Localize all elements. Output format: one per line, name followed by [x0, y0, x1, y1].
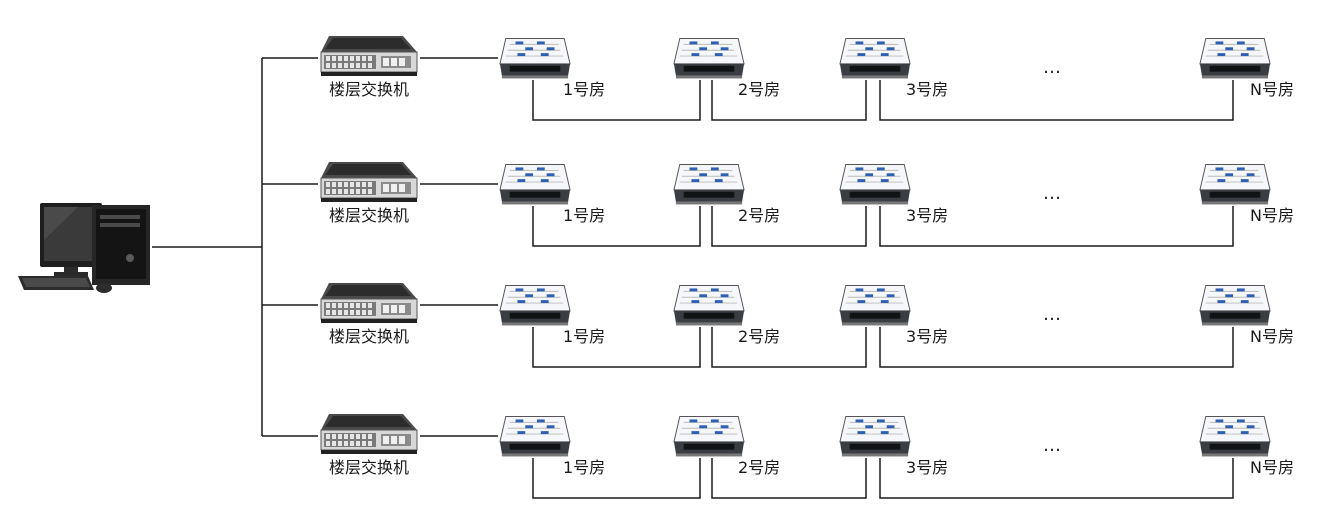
room-label: N号房: [1250, 206, 1294, 225]
room-chain-line: [879, 206, 1234, 247]
more-rooms-ellipsis: …: [1043, 304, 1064, 325]
floor-switch-icon: [320, 35, 418, 77]
room-label: 1号房: [563, 80, 605, 99]
floor-row-2: 楼层交换机 1号房 2号房 3号房 N号房 …: [262, 161, 1294, 247]
room-chain-line: [532, 206, 701, 247]
room-chain-line: [532, 80, 701, 121]
room-chain-line: [711, 327, 867, 368]
floor-switch-icon: [320, 161, 418, 203]
room-router-icon: [499, 164, 571, 205]
desktop-computer-icon: [18, 203, 150, 293]
room-label: 1号房: [563, 327, 605, 346]
floor-row-4: 楼层交换机 1号房 2号房 3号房 N号房 …: [262, 413, 1294, 499]
room-chain-line: [532, 458, 701, 499]
room-label: 3号房: [906, 206, 948, 225]
floor-switch-icon: [320, 413, 418, 455]
floor-switch-label: 楼层交换机: [329, 458, 409, 477]
more-rooms-ellipsis: …: [1043, 183, 1064, 204]
floor-row-3: 楼层交换机 1号房 2号房 3号房 N号房 …: [262, 282, 1294, 368]
room-chain-line: [879, 458, 1234, 499]
room-label: 3号房: [906, 327, 948, 346]
more-rooms-ellipsis: …: [1043, 435, 1064, 456]
room-router-icon: [839, 164, 911, 205]
room-chain-line: [711, 458, 867, 499]
room-router-icon: [839, 38, 911, 79]
floor-switch-label: 楼层交换机: [329, 80, 409, 99]
floor-switch-icon: [320, 282, 418, 324]
room-chain-line: [879, 80, 1234, 121]
room-label: N号房: [1250, 80, 1294, 99]
room-router-icon: [673, 416, 745, 457]
room-chain-line: [879, 327, 1234, 368]
room-router-icon: [1199, 164, 1271, 205]
room-label: 2号房: [738, 327, 780, 346]
room-label: N号房: [1250, 327, 1294, 346]
more-rooms-ellipsis: …: [1043, 57, 1064, 78]
room-label: 1号房: [563, 458, 605, 477]
room-router-icon: [499, 416, 571, 457]
room-router-icon: [1199, 416, 1271, 457]
floor-switch-label: 楼层交换机: [329, 327, 409, 346]
room-label: 3号房: [906, 80, 948, 99]
room-router-icon: [673, 164, 745, 205]
room-router-icon: [673, 285, 745, 326]
room-label: N号房: [1250, 458, 1294, 477]
floor-switch-label: 楼层交换机: [329, 206, 409, 225]
room-label: 2号房: [738, 458, 780, 477]
room-router-icon: [499, 38, 571, 79]
room-label: 2号房: [738, 206, 780, 225]
room-router-icon: [839, 416, 911, 457]
room-label: 1号房: [563, 206, 605, 225]
room-label: 2号房: [738, 80, 780, 99]
room-chain-line: [711, 206, 867, 247]
room-chain-line: [711, 80, 867, 121]
room-router-icon: [673, 38, 745, 79]
room-chain-line: [532, 327, 701, 368]
floor-row-1: 楼层交换机 1号房 2号房 3号房 N号房 …: [262, 35, 1294, 121]
room-router-icon: [839, 285, 911, 326]
room-router-icon: [1199, 285, 1271, 326]
room-router-icon: [499, 285, 571, 326]
room-router-icon: [1199, 38, 1271, 79]
room-label: 3号房: [906, 458, 948, 477]
